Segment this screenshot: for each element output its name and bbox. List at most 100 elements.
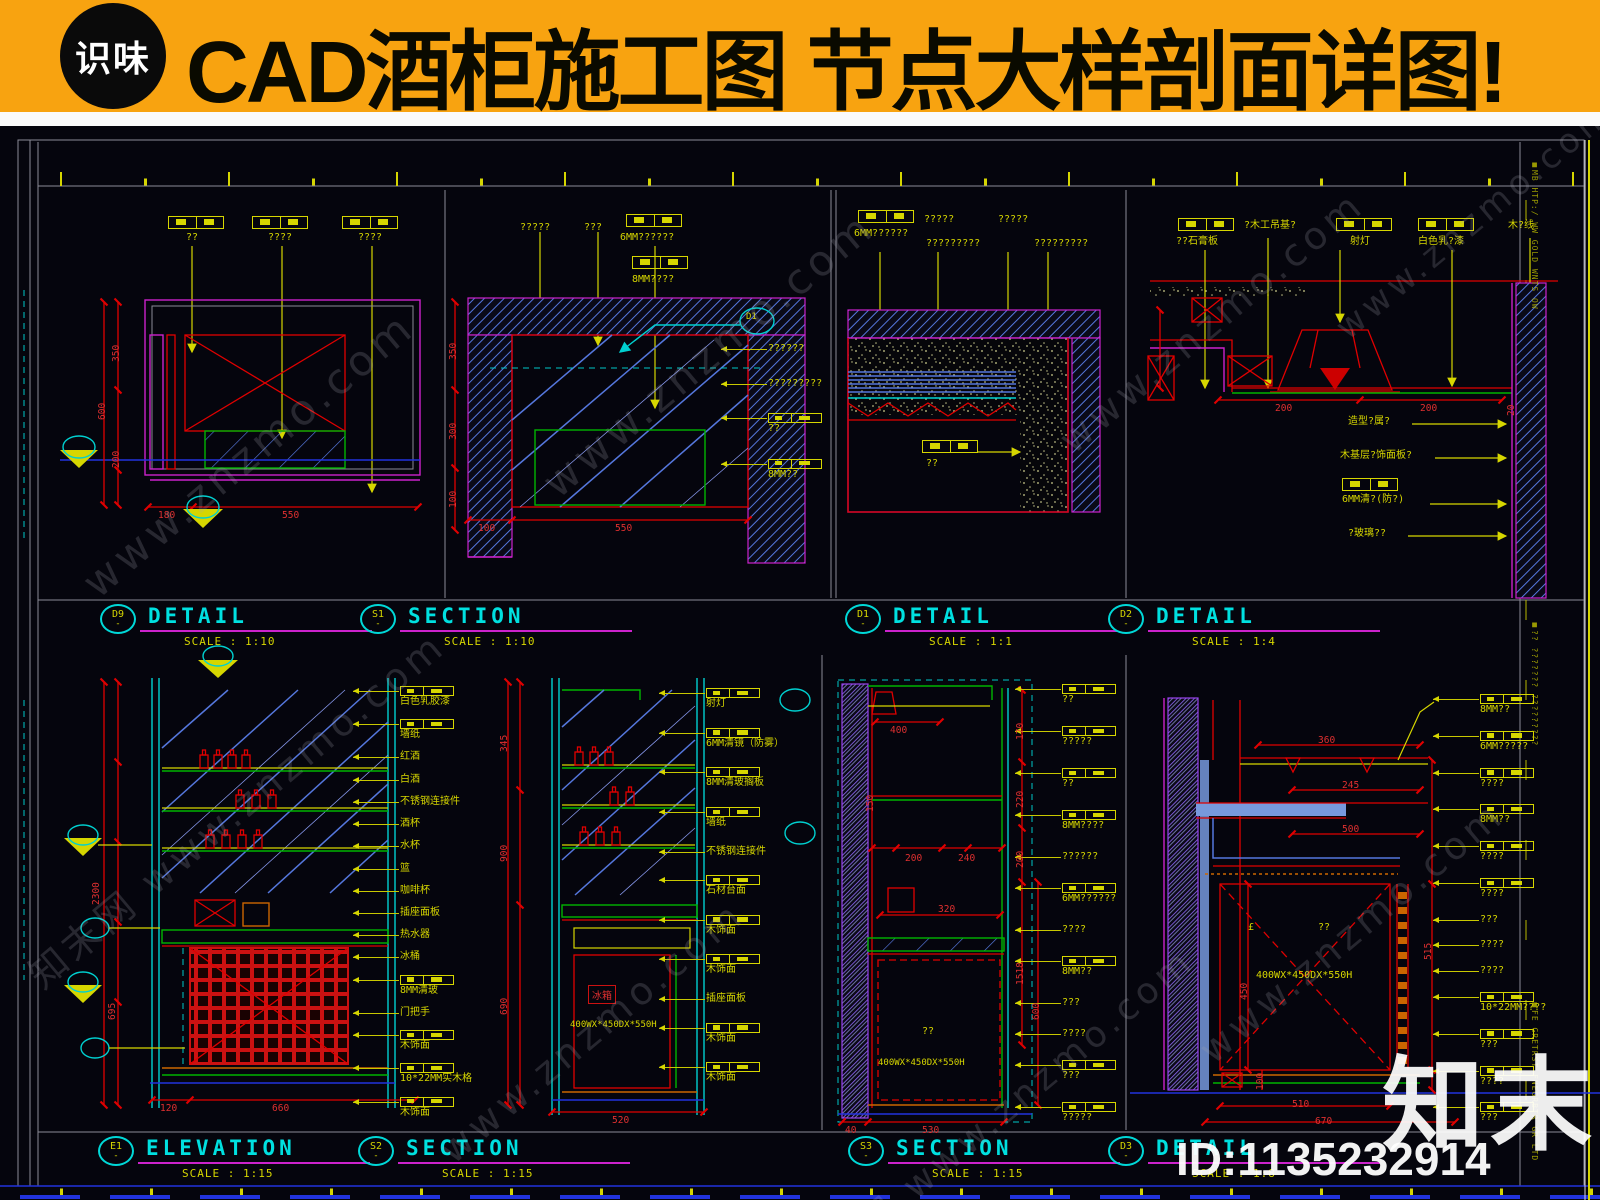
view-badge: S3- xyxy=(848,1136,884,1166)
material-label: 不锈钢连接件 xyxy=(658,846,784,858)
leader-label: ?? xyxy=(926,458,939,469)
panel-d1-drawing xyxy=(847,252,1101,513)
material-label: 10*22MM???? xyxy=(1432,992,1546,1014)
view-badge: S2- xyxy=(358,1136,394,1166)
material-label: ??? xyxy=(1432,1028,1546,1051)
material-label: 木饰面 xyxy=(658,954,784,976)
material-tag-icon xyxy=(400,719,454,730)
leader-label: ?玻璃?? xyxy=(1348,528,1387,539)
material-tag-icon xyxy=(632,256,688,269)
view-scale: SCALE : 1:15 xyxy=(442,1167,534,1180)
material-tag-icon xyxy=(1062,726,1116,737)
material-label: ?? xyxy=(1014,684,1116,706)
view-title: DETAIL xyxy=(893,604,993,628)
material-label: ?????? xyxy=(1014,852,1116,863)
material-tag-icon xyxy=(1062,684,1116,694)
side-strip-text: ■FE GRETRST FNEGRBTR GR LTD xyxy=(1530,1000,1539,1162)
material-label: 红酒 xyxy=(352,752,472,763)
dim-text: 320 xyxy=(938,904,956,915)
material-label: ?????? xyxy=(720,343,822,355)
dim-text: 200 xyxy=(1275,403,1293,414)
panel-e1-drawing xyxy=(64,645,420,1110)
fridge-label: 冰箱 xyxy=(588,985,616,1004)
material-tag-icon xyxy=(400,1096,454,1107)
material-label: ???? xyxy=(1432,966,1546,977)
view-badge: D9- xyxy=(100,604,136,634)
material-label: ???? xyxy=(1014,925,1116,936)
material-label: ??? xyxy=(1432,914,1546,926)
material-tag-icon xyxy=(168,216,224,229)
view-scale: SCALE : 1:15 xyxy=(932,1167,1024,1180)
titlebar-e1: E1- ELEVATION SCALE : 1:15 xyxy=(98,1136,384,1182)
material-tag-icon xyxy=(1336,218,1392,231)
dim-text: 550 xyxy=(282,510,300,521)
material-tag-icon xyxy=(1480,1102,1534,1113)
material-tag-icon xyxy=(706,954,760,965)
material-tag-icon xyxy=(400,1063,454,1074)
material-tag-icon xyxy=(626,214,682,227)
material-tag-icon xyxy=(1480,767,1534,778)
leader-label: 6MM清?(防?) xyxy=(1342,494,1405,505)
material-tag-icon xyxy=(706,1062,760,1073)
material-label: 酒杯 xyxy=(352,819,472,830)
dim-text: 100 xyxy=(1255,1072,1266,1090)
material-label: 白酒 xyxy=(352,774,472,786)
titlebar-s2: S2- SECTION SCALE : 1:15 xyxy=(358,1136,644,1182)
material-label: 墙纸 xyxy=(352,719,472,741)
titlebar-s3: S3- SECTION SCALE : 1:15 xyxy=(848,1136,1134,1182)
view-scale: SCALE : 1:1 xyxy=(929,635,1013,648)
dim-text: 520 xyxy=(612,1115,630,1126)
material-tag-icon xyxy=(706,727,760,738)
material-tag-icon xyxy=(1062,883,1116,894)
material-tag-icon xyxy=(1178,218,1234,231)
material-label: 墙纸 xyxy=(658,806,784,829)
dim-text: 100 xyxy=(478,523,496,534)
material-label: 木饰面 xyxy=(352,1030,472,1052)
dim-text: 200 xyxy=(1420,403,1438,414)
dim-text: 220 xyxy=(1015,790,1026,808)
view-scale: SCALE : 1:10 xyxy=(184,635,276,648)
panel-d2-drawing xyxy=(1147,238,1558,599)
tag-label: ?? xyxy=(186,232,199,243)
material-label: ?? xyxy=(1014,768,1116,790)
s1-right-labels: ?????????????????8MM?? xyxy=(720,343,822,480)
view-title: DETAIL xyxy=(148,604,248,628)
material-label: ?? xyxy=(720,413,822,435)
s3-material-labels: ?????????8MM??????????6MM??????????8MM??… xyxy=(1014,684,1116,1124)
side-strip-text: ■?? ??????? ????????? xyxy=(1530,620,1539,747)
view-badge: D2- xyxy=(1108,604,1144,634)
material-label: 8MM?? xyxy=(1432,804,1546,826)
material-tag-icon xyxy=(1480,841,1534,852)
page-title: CAD酒柜施工图 节点大样剖面详图! xyxy=(186,24,1508,121)
material-tag-icon xyxy=(1480,1028,1534,1039)
leader-label: ?木工吊基? xyxy=(1244,220,1297,231)
leader-label: ????????? xyxy=(926,238,981,249)
leader-label: ????? xyxy=(924,214,955,225)
leader-label: ????????? xyxy=(1034,238,1089,249)
material-tag-icon xyxy=(1062,956,1116,967)
material-tag-icon xyxy=(252,216,308,229)
material-label: 射灯 xyxy=(658,688,784,710)
material-tag-icon xyxy=(400,1030,454,1041)
material-label: ???? xyxy=(1432,940,1546,951)
tag-label: ???? xyxy=(268,232,293,243)
panel-d3-drawing xyxy=(1130,697,1600,1127)
material-label: 木饰面 xyxy=(658,1062,784,1084)
panel-s1-drawing xyxy=(450,232,806,564)
view-title: ELEVATION xyxy=(146,1136,296,1160)
dim-text: 180 xyxy=(158,510,176,521)
dim-text: 360 xyxy=(1318,735,1336,746)
leader-label: 白色乳?漆 xyxy=(1418,236,1465,247)
view-badge: S1- xyxy=(360,604,396,634)
leader-label: 8MM???? xyxy=(632,274,675,285)
dim-text: 600 xyxy=(1031,1002,1042,1020)
view-title: SECTION xyxy=(406,1136,523,1160)
dim-text: 530 xyxy=(922,1125,940,1136)
material-label: 10*22MM实木格 xyxy=(352,1063,472,1085)
dim-text: 350 xyxy=(111,344,122,362)
material-tag-icon xyxy=(1342,478,1398,491)
material-tag-icon xyxy=(1062,1102,1116,1113)
detail-circle-label: D1 xyxy=(746,312,757,322)
